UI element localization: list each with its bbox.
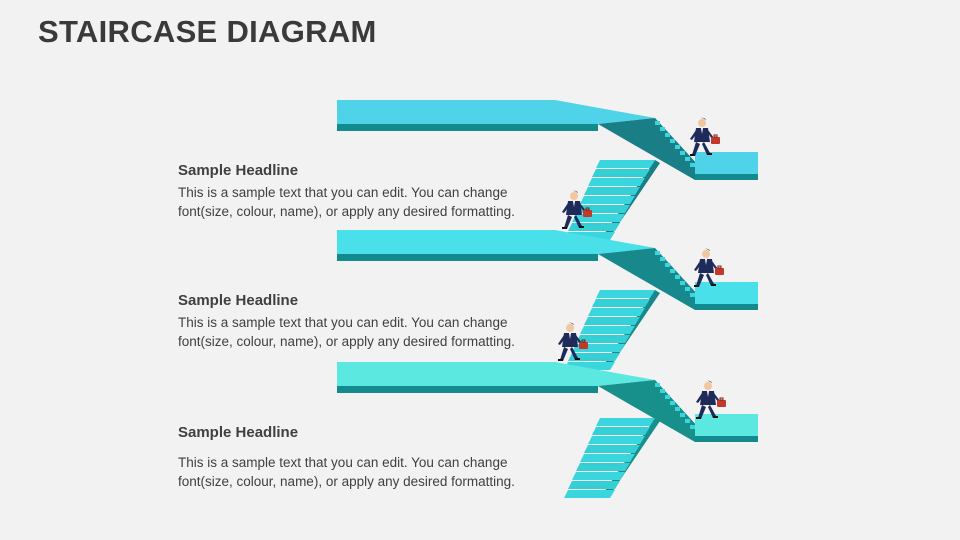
headline: Sample Headline xyxy=(178,424,299,441)
businessman-figure xyxy=(693,248,725,288)
platform-side-right-2 xyxy=(695,304,758,310)
platform-top-left-3 xyxy=(337,362,655,386)
platform-side-left-3 xyxy=(337,386,598,393)
stairs-lower-2 xyxy=(564,290,655,370)
ramp-2 xyxy=(598,248,710,310)
stairs-upper-1 xyxy=(655,121,695,167)
text-block-3: Sample Headline This is a sample text th… xyxy=(178,424,558,491)
stairs-lower-3 xyxy=(564,418,655,498)
level-3 xyxy=(337,362,758,498)
ramp-1 xyxy=(598,118,710,180)
body-text: This is a sample text that you can edit.… xyxy=(178,183,558,221)
body-text-line: This is a sample text that you can edit.… xyxy=(178,455,508,470)
body-text-line: This is a sample text that you can edit.… xyxy=(178,315,508,330)
body-text: This is a sample text that you can edit.… xyxy=(178,453,558,491)
level-1 xyxy=(337,100,758,240)
body-text: This is a sample text that you can edit.… xyxy=(178,313,558,351)
body-text-line: This is a sample text that you can edit.… xyxy=(178,185,508,200)
platform-top-left-2 xyxy=(337,230,655,254)
stairs-lower-1 xyxy=(564,160,655,240)
ramp-3 xyxy=(598,380,710,442)
platform-top-right-3 xyxy=(695,414,758,436)
stairs-upper-2 xyxy=(655,251,695,297)
body-text-line: font(size, colour, name), or apply any d… xyxy=(178,474,515,489)
businessman-figure xyxy=(689,117,721,157)
platform-side-right-1 xyxy=(695,174,758,180)
platform-top-right-2 xyxy=(695,282,758,304)
body-text-line: font(size, colour, name), or apply any d… xyxy=(178,334,515,349)
businessman-figure xyxy=(695,380,727,420)
platform-side-left-1 xyxy=(337,124,598,131)
text-block-2: Sample Headline This is a sample text th… xyxy=(178,292,558,351)
headline: Sample Headline xyxy=(178,292,299,309)
platform-side-right-3 xyxy=(695,436,758,442)
text-block-1: Sample Headline This is a sample text th… xyxy=(178,162,558,221)
platform-side-left-2 xyxy=(337,254,598,261)
stairs-upper-3 xyxy=(655,383,695,429)
platform-top-left-1 xyxy=(337,100,655,124)
platform-top-right-1 xyxy=(695,152,758,174)
body-text-line: font(size, colour, name), or apply any d… xyxy=(178,204,515,219)
headline: Sample Headline xyxy=(178,162,299,179)
page-title: STAIRCASE DIAGRAM xyxy=(38,14,377,49)
level-2 xyxy=(337,230,758,370)
